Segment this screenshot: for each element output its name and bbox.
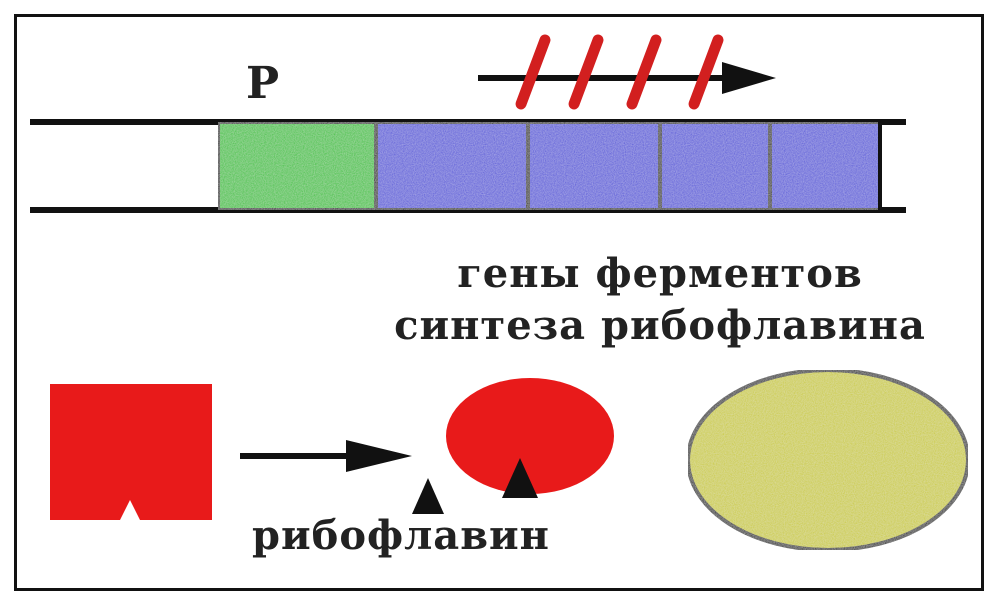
- gene-block: [660, 122, 770, 210]
- slash-mark-icon: [521, 40, 545, 104]
- gene-blocks: [376, 122, 880, 210]
- slash-mark-icon: [632, 40, 656, 104]
- genes-caption-line2: синтеза рибофлавина: [360, 300, 960, 352]
- promoter-label: Р: [246, 58, 280, 109]
- arrow-right-icon-head: [722, 62, 776, 94]
- blocked-transcription-arrow: [478, 40, 776, 104]
- gene-block: [528, 122, 660, 210]
- inactive-repressor-shape: [50, 384, 212, 520]
- genes-caption-line1: гены ферментов: [360, 248, 960, 300]
- riboflavin-label: рибофлавин: [252, 512, 550, 559]
- block-marks: [521, 40, 718, 104]
- active-repressor-shape: [446, 378, 614, 494]
- slash-mark-icon: [574, 40, 598, 104]
- promoter-region: [218, 122, 376, 210]
- riboflavin-molecule: [412, 478, 444, 514]
- slash-mark-icon: [694, 40, 718, 104]
- yellow-protein-shape: [688, 370, 968, 550]
- genes-caption: гены ферментов синтеза рибофлавина: [360, 248, 960, 352]
- gene-block: [770, 122, 880, 210]
- gene-block: [376, 122, 528, 210]
- arrow-right-icon-head: [346, 440, 412, 472]
